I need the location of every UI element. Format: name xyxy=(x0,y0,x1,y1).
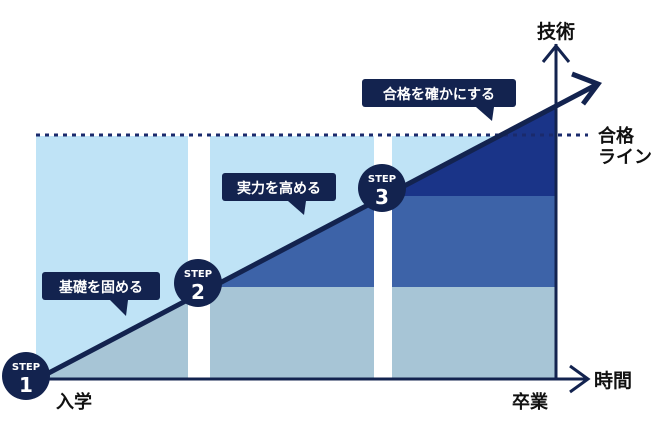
step-2-badge: STEP 2 xyxy=(174,259,222,307)
caption-step-3-text: 実力を高める xyxy=(237,180,321,197)
step-2-number: 2 xyxy=(191,280,205,304)
tier-1-area-c xyxy=(392,287,556,379)
x-axis-arrowhead xyxy=(569,364,591,394)
start-label: 入学 xyxy=(56,391,92,413)
step-1-word: STEP xyxy=(12,362,40,373)
caption-final-text: 合格を確かにする xyxy=(383,86,495,103)
step-3-word: STEP xyxy=(368,174,396,185)
step-1-number: 1 xyxy=(19,373,33,397)
tier-1-area-b xyxy=(210,287,374,379)
growth-arrowhead xyxy=(571,71,602,106)
caption-final: 合格を確かにする xyxy=(362,79,516,121)
caption-step-3: 実力を高める xyxy=(222,173,336,215)
tier-2-area-b xyxy=(392,196,556,287)
step-3-badge: STEP 3 xyxy=(358,164,406,212)
x-axis-label: 時間 xyxy=(594,370,632,392)
pass-line-label-2: ライン xyxy=(598,147,652,168)
step-1-badge: STEP 1 xyxy=(2,352,50,400)
step-3-number: 3 xyxy=(375,185,389,209)
pass-line-label-1: 合格 xyxy=(598,125,635,147)
y-axis-label: 技術 xyxy=(537,20,575,43)
end-label: 卒業 xyxy=(512,391,549,413)
caption-step-2-text: 基礎を固める xyxy=(59,279,143,296)
growth-line xyxy=(22,82,598,389)
y-axis-arrowhead xyxy=(541,43,571,63)
step-2-word: STEP xyxy=(184,269,212,280)
caption-step-2: 基礎を固める xyxy=(42,272,160,316)
